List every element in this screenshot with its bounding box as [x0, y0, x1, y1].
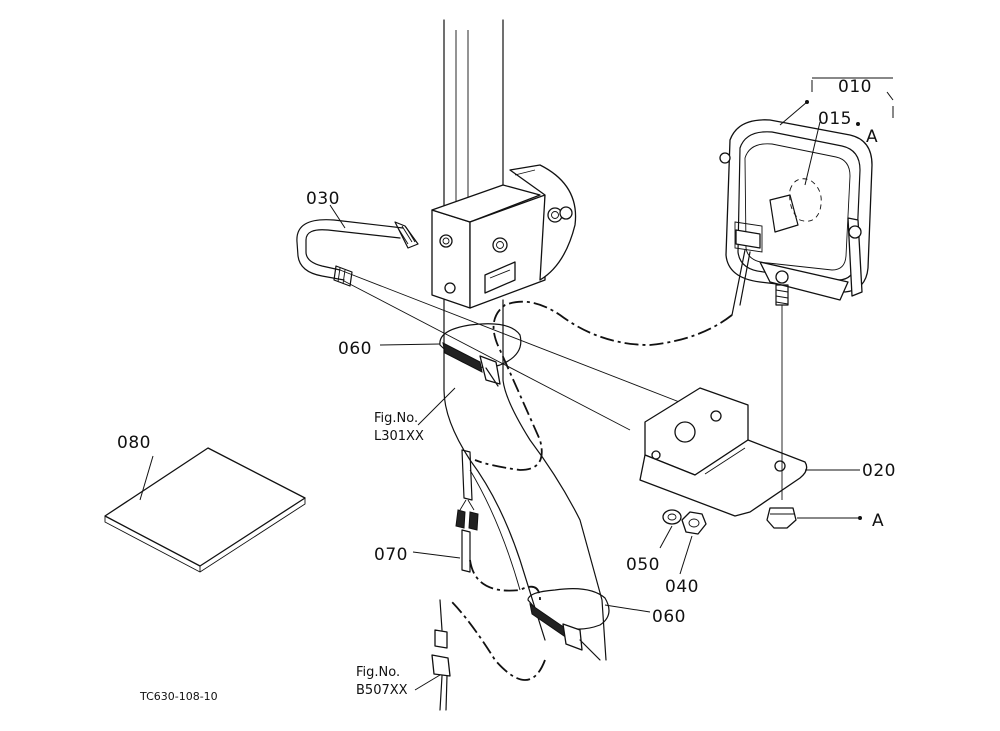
label-060-lower: 060: [652, 607, 686, 627]
upright-post: [443, 19, 607, 661]
nut: [681, 511, 707, 535]
leader-lines: [139, 77, 894, 691]
lamp-bracket-plate: [639, 387, 808, 517]
manual-booklet: [104, 447, 306, 573]
label-fig-l301-title: Fig.No.: [374, 411, 418, 426]
diagram-code: TC630-108-10: [139, 690, 218, 703]
harness-plug: [431, 599, 451, 711]
mount-bolt-line: [766, 305, 797, 529]
cable-tie-lower: [527, 588, 610, 661]
label-015: 015: [818, 109, 852, 129]
label-030: 030: [306, 189, 340, 209]
wire-harness: [449, 300, 733, 681]
label-020: 020: [862, 461, 896, 481]
label-fig-b507-title: Fig.No.: [356, 665, 400, 680]
label-050: 050: [626, 555, 660, 575]
label-a-right: A: [872, 511, 884, 531]
connector: [455, 449, 479, 573]
label-060-upper: 060: [338, 339, 372, 359]
label-a-top: A: [866, 127, 878, 147]
label-010: 010: [838, 77, 872, 97]
label-040: 040: [665, 577, 699, 597]
work-lamp: [719, 119, 873, 316]
cable-tie-upper: [439, 323, 522, 387]
mount-bracket: [431, 164, 577, 309]
label-070: 070: [374, 545, 408, 565]
label-fig-l301-number: L301XX: [374, 429, 424, 444]
label-080: 080: [117, 433, 151, 453]
label-fig-b507-number: B507XX: [356, 683, 408, 698]
u-bolt: [296, 219, 701, 431]
washer: [662, 509, 682, 525]
